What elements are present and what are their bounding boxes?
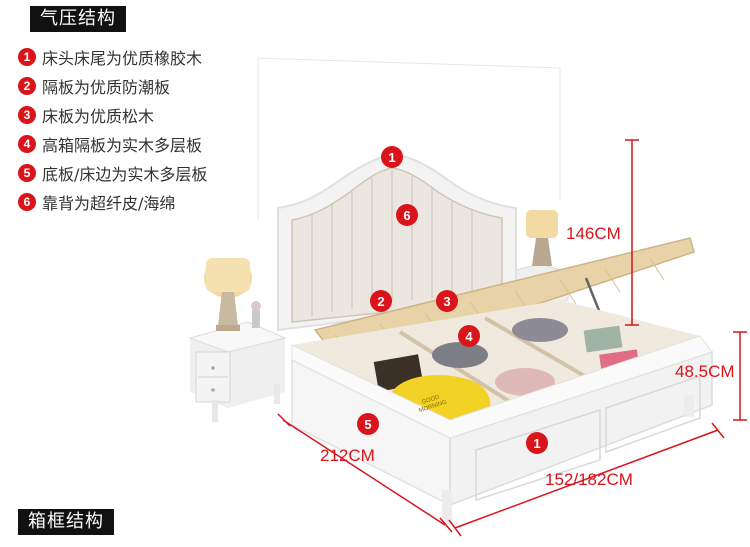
dimension-height-side: 48.5CM [675, 362, 735, 381]
callout-base: 5 [357, 413, 379, 435]
legend-text: 隔板为优质防潮板 [42, 77, 171, 97]
dimension-height: 146CM [566, 224, 621, 243]
number-badge: 5 [18, 163, 36, 182]
legend-text: 靠背为超纤皮/海绵 [42, 193, 176, 213]
number-badge: 1 [18, 47, 36, 66]
legend-item: 1 床头床尾为优质橡胶木 [18, 42, 207, 71]
headboard [277, 152, 517, 332]
right-lamp [526, 210, 558, 266]
legend-item: 3 床板为优质松木 [18, 100, 207, 129]
left-nightstand [188, 321, 287, 422]
callout-divider: 2 [370, 290, 392, 312]
section-header-box-structure: 箱框结构 [18, 509, 114, 535]
legend-item: 5 底板/床边为实木多层板 [18, 158, 207, 187]
section-header-gas-structure: 气压结构 [30, 6, 126, 32]
legend-item: 2 隔板为优质防潮板 [18, 71, 207, 100]
dimension-width: 152/182CM [545, 470, 633, 489]
number-badge: 2 [18, 76, 36, 95]
legend-item: 4 高箱隔板为实木多层板 [18, 129, 207, 158]
left-lamp [204, 258, 252, 331]
legend-text: 床头床尾为优质橡胶木 [42, 48, 203, 68]
number-badge: 6 [18, 192, 36, 211]
dimension-length: 212CM [320, 446, 375, 465]
legend: 1 床头床尾为优质橡胶木 2 隔板为优质防潮板 3 床板为优质松木 4 高箱隔板为实木多… [18, 42, 207, 216]
number-badge: 3 [18, 105, 36, 124]
legend-text: 底板/床边为实木多层板 [42, 164, 208, 184]
legend-text: 床板为优质松木 [42, 106, 155, 126]
legend-item: 6 靠背为超纤皮/海绵 [18, 187, 207, 216]
callout-backrest: 6 [396, 204, 418, 226]
legend-text: 高箱隔板为实木多层板 [42, 135, 203, 155]
callout-box-divider: 4 [458, 325, 480, 347]
vase [251, 301, 261, 328]
dimension-lines [277, 139, 747, 537]
callout-slats: 3 [436, 290, 458, 312]
callout-headboard-top: 1 [381, 146, 403, 168]
number-badge: 4 [18, 134, 36, 153]
room-guides [257, 57, 561, 220]
callout-footboard: 1 [526, 432, 548, 454]
